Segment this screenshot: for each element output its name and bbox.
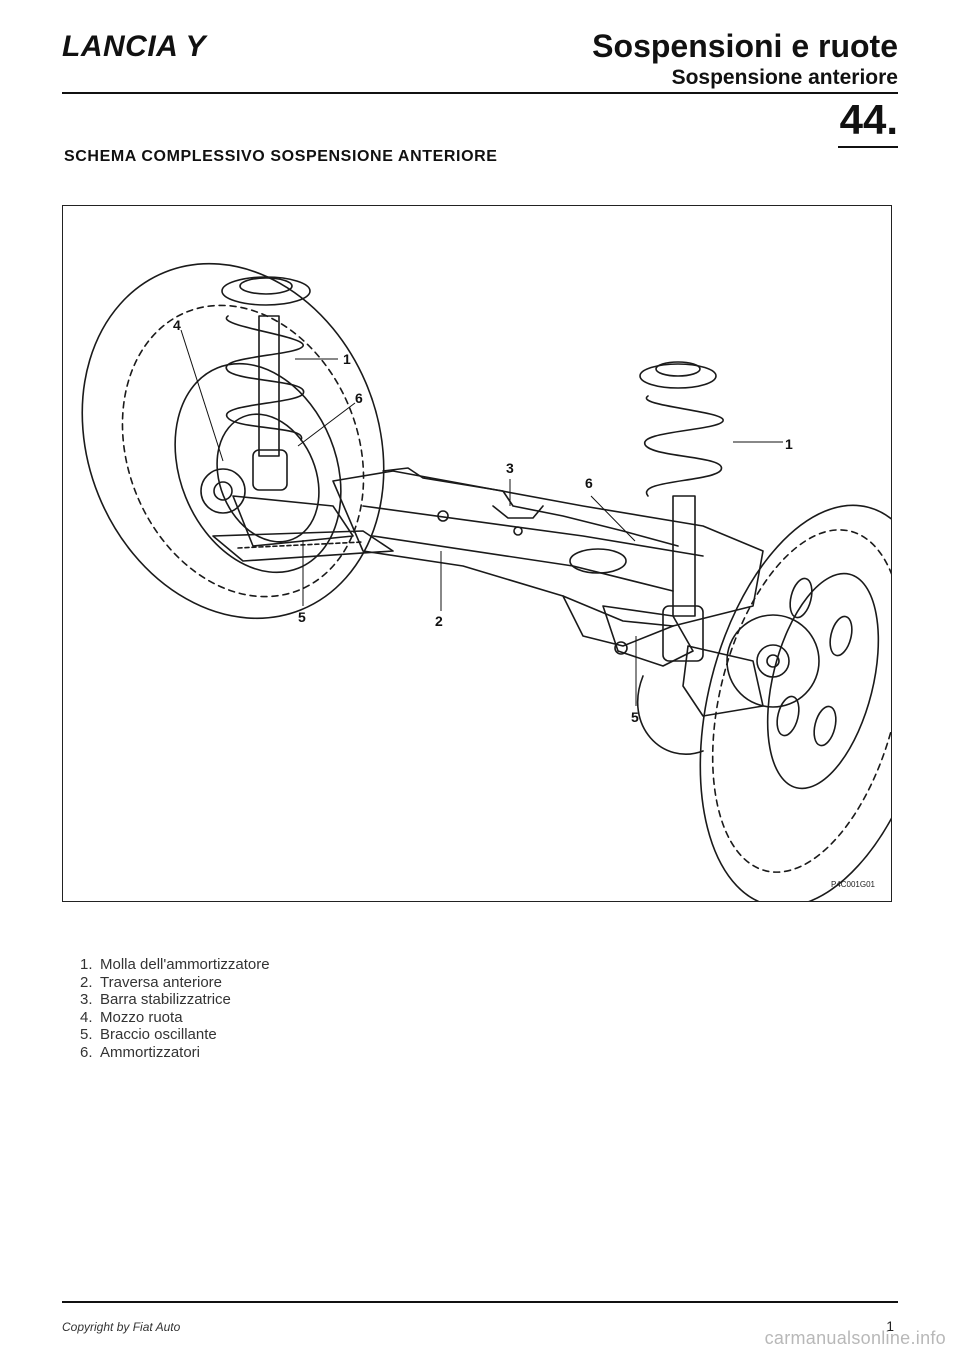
- chapter-number: 44.: [839, 96, 898, 143]
- legend-item: 3.Barra stabilizzatrice: [80, 991, 231, 1009]
- brand-title: LANCIA Y: [62, 30, 207, 63]
- footer-divider: [62, 1301, 898, 1303]
- callout-1-right: 1: [785, 436, 793, 452]
- left-coil-spring: [225, 315, 305, 441]
- left-wheel-rim: [174, 362, 342, 574]
- legend-item: 5.Braccio oscillante: [80, 1026, 217, 1044]
- copyright: Copyright by Fiat Auto: [62, 1320, 181, 1334]
- right-wheel-rim: [766, 572, 880, 790]
- callout-3: 3: [506, 460, 514, 476]
- right-damper: [672, 495, 696, 617]
- figure-code: P4C001G01: [830, 880, 875, 889]
- left-tire: [81, 262, 385, 620]
- callout-1-left: 1: [343, 351, 351, 367]
- chapter-number-underline: [838, 146, 898, 148]
- header-divider: [62, 92, 898, 94]
- callout-6-left: 6: [355, 390, 363, 406]
- callout-5-right: 5: [631, 709, 639, 725]
- callout-5-left: 5: [298, 609, 306, 625]
- right-control-arm: [602, 605, 694, 667]
- left-top-mount: [221, 276, 311, 306]
- section-title: Sospensioni e ruote: [592, 28, 898, 64]
- legend-item: 6.Ammortizzatori: [80, 1043, 201, 1061]
- legend-item: 4.Mozzo ruota: [80, 1008, 183, 1026]
- left-hub: [200, 468, 246, 514]
- page-heading: SCHEMA COMPLESSIVO SOSPENSIONE ANTERIORE: [64, 148, 498, 165]
- left-knuckle: [232, 495, 354, 547]
- suspension-diagram: 4 1 6 3 2 5 6 1 5 P4C001G01: [62, 205, 892, 902]
- callout-6-right: 6: [585, 475, 593, 491]
- legend-item: 1.Molla dell'ammortizzatore: [80, 956, 270, 973]
- legend-item: 2.Traversa anteriore: [80, 973, 222, 991]
- left-tire-tread: [121, 304, 365, 598]
- right-caliper: [682, 645, 764, 717]
- right-top-mount: [639, 363, 717, 389]
- stabilizer-bar: [382, 467, 679, 547]
- callout-2: 2: [435, 613, 443, 629]
- crossmember: [332, 470, 764, 627]
- legend-list: 1.Molla dell'ammortizzatore 2.Traversa a…: [80, 956, 270, 1062]
- right-hub: [756, 644, 790, 678]
- subsection-title: Sospensione anteriore: [671, 66, 898, 89]
- right-tire: [699, 504, 891, 901]
- right-coil-spring: [643, 395, 724, 497]
- left-brake-disc: [216, 413, 320, 543]
- page-number: 1: [886, 1318, 894, 1334]
- right-brake-disc: [726, 614, 820, 708]
- suspension-illustration: 4 1 6 3 2 5 6 1 5: [81, 262, 891, 901]
- watermark: carmanualsonline.info: [764, 1328, 946, 1348]
- callout-4: 4: [173, 317, 181, 333]
- left-control-arm: [212, 530, 394, 562]
- left-damper: [258, 315, 280, 457]
